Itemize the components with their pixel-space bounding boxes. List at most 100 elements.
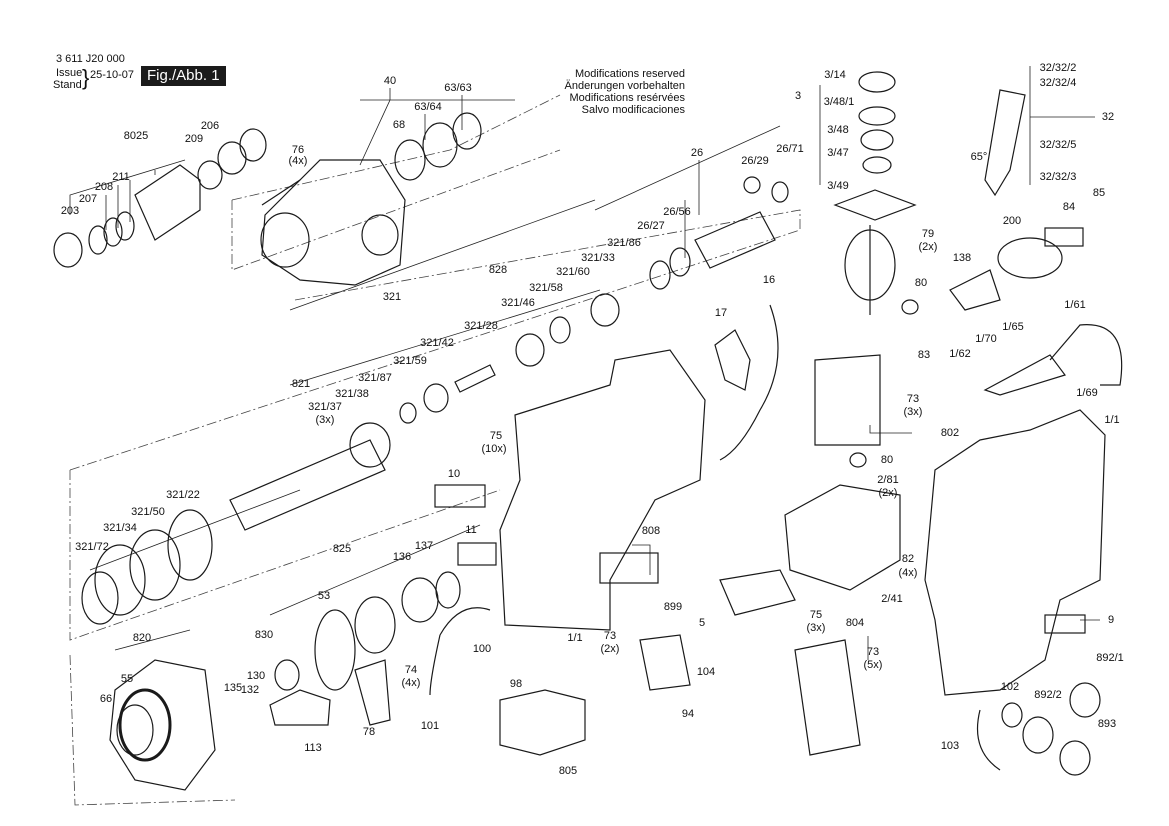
part-label: 206 (201, 120, 219, 132)
part-label: 80 (881, 454, 893, 466)
part-label: 40 (384, 75, 396, 87)
part-label: (3x) (807, 622, 826, 634)
front-housing-part (109, 659, 216, 791)
part-label: 825 (333, 543, 351, 555)
figure-label: Fig./Abb. 1 (141, 66, 226, 86)
part-label: 84 (1063, 201, 1075, 213)
part-label: (10x) (481, 443, 506, 455)
issue-date: 25-10-07 (90, 69, 135, 81)
seal-ring-part (118, 688, 172, 762)
part-label: 321/28 (464, 320, 498, 332)
cap-part (1069, 682, 1101, 718)
part-label: 2/41 (881, 593, 902, 605)
part-label: 3 (795, 90, 801, 102)
housing-half-part (499, 349, 706, 631)
modifications-note: Modifications reserved Änderungen vorbeh… (555, 68, 685, 116)
part-label: 804 (846, 617, 864, 629)
part-label: 76 (292, 144, 304, 156)
cap-part (1001, 702, 1023, 728)
ring-part (349, 422, 391, 468)
guide-line (69, 654, 236, 806)
part-label: 26 (691, 147, 703, 159)
stand-label: Stand (53, 79, 82, 91)
ring-part (399, 402, 417, 424)
guide-line (231, 94, 561, 201)
handle-grip-part (984, 89, 1026, 197)
part-label: 821 (292, 378, 310, 390)
modification-line: Änderungen vorbehalten (564, 80, 685, 92)
part-label: 805 (559, 765, 577, 777)
part-label: 101 (421, 720, 439, 732)
part-label: 113 (304, 742, 322, 754)
part-label: 211 (112, 171, 130, 183)
part-label: 55 (121, 673, 133, 685)
part-label: 3/14 (824, 69, 845, 81)
part-label: 130 (247, 670, 265, 682)
part-label: 137 (415, 540, 433, 552)
bracket-part (949, 269, 1001, 311)
switch-part (714, 329, 751, 391)
part-label: 73 (604, 630, 616, 642)
hammer-tube-part (229, 439, 386, 531)
part-label: 104 (697, 666, 715, 678)
cable-part (429, 607, 491, 696)
part-label: 85 (1093, 187, 1105, 199)
ring-part (103, 217, 123, 247)
washer-part (858, 106, 896, 126)
leader-line (869, 425, 912, 434)
part-label: 1/62 (949, 348, 970, 360)
part-label: 808 (642, 525, 660, 537)
motor-housing-part (784, 484, 901, 591)
cap-part (1022, 716, 1054, 754)
part-label: 136 (393, 551, 411, 563)
cap-part (1059, 740, 1091, 776)
part-label: (2x) (601, 643, 620, 655)
part-label: 321/86 (607, 237, 641, 249)
part-label: 11 (465, 524, 476, 536)
part-label: (2x) (919, 241, 938, 253)
leader-line (289, 199, 596, 311)
depth-stop-part (983, 354, 1066, 396)
part-label: 94 (682, 708, 694, 720)
modification-line: Salvo modificaciones (581, 104, 685, 116)
pcb-part (639, 634, 691, 691)
striker-part (454, 364, 496, 393)
doc-number: 3 611 J20 000 (56, 53, 125, 65)
leader-line (69, 159, 186, 215)
part-label: 74 (405, 664, 417, 676)
part-label: 32/32/2 (1040, 62, 1077, 74)
part-label: 73 (907, 393, 919, 405)
part-label: 32/32/3 (1040, 171, 1077, 183)
ring-part (649, 260, 671, 290)
part-label: 80 (915, 277, 927, 289)
stator-part (814, 354, 881, 446)
part-label: 63/63 (444, 82, 472, 94)
part-label: 203 (61, 205, 79, 217)
chuck-sleeve-part (134, 164, 201, 241)
part-label: 892/1 (1096, 652, 1124, 664)
leader-line (114, 629, 191, 651)
part-label: 321/38 (335, 388, 369, 400)
bearing-part (394, 139, 426, 181)
bracket-plate-part (833, 189, 917, 221)
part-label: 75 (490, 430, 502, 442)
part-label: 802 (941, 427, 959, 439)
part-label: 3/47 (827, 147, 848, 159)
spring-part (129, 529, 181, 601)
gear-part (354, 596, 396, 654)
cable-part (719, 304, 779, 461)
screw-part (261, 179, 301, 206)
part-label: 321/59 (393, 355, 427, 367)
cable-part (976, 709, 1001, 771)
part-label: 820 (133, 632, 151, 644)
ring-part (771, 181, 789, 203)
part-label: (4x) (899, 567, 918, 579)
part-label: 26/56 (663, 206, 691, 218)
part-label: 321/87 (358, 372, 392, 384)
bearing-part (239, 128, 267, 162)
part-label: 66 (100, 693, 112, 705)
bearing-part (401, 577, 439, 623)
ring-part (115, 211, 135, 241)
part-label: 1/61 (1064, 299, 1085, 311)
